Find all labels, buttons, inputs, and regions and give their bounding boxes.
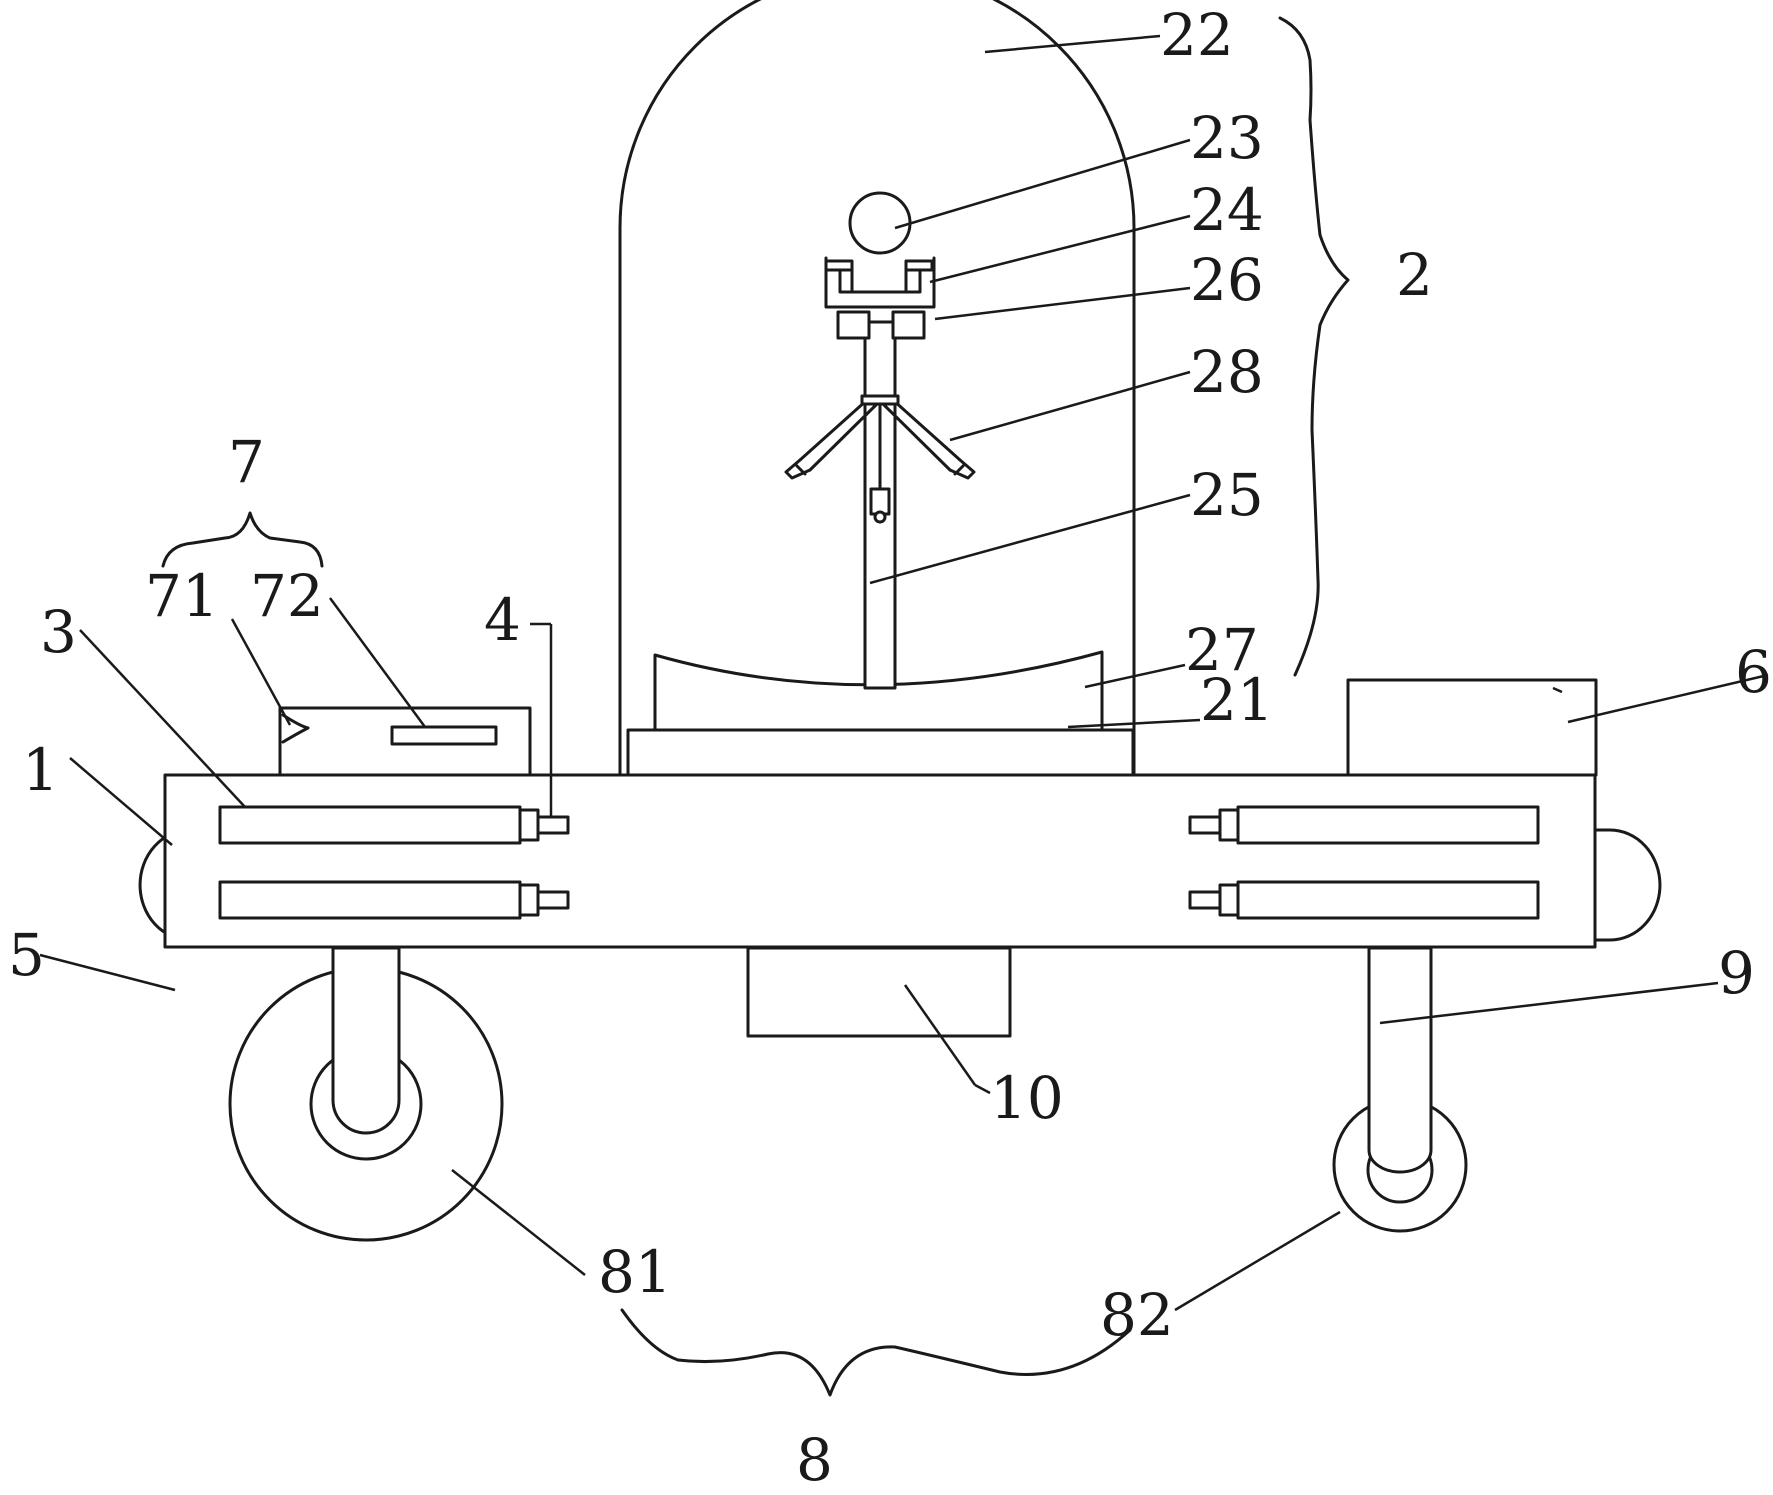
battery-box: [1346, 678, 1598, 777]
clamp: [824, 256, 936, 309]
brace-2: [1278, 16, 1350, 677]
instrument-box: [278, 706, 532, 777]
label-4: 4: [484, 586, 521, 654]
frame: [163, 773, 1597, 949]
brace-8: [620, 1308, 1132, 1397]
label-2: 2: [1396, 241, 1433, 309]
label-1: 1: [22, 736, 59, 804]
clamp-base: [836, 310, 926, 340]
label-27: 27: [1185, 616, 1259, 684]
dome-cover: [618, 0, 1136, 777]
control-box: [746, 946, 1012, 1038]
base-plate: [626, 728, 1135, 777]
camera: [848, 191, 912, 255]
label-82: 82: [1100, 1281, 1174, 1349]
label-21: 21: [1200, 666, 1274, 734]
label-6: 6: [1735, 638, 1772, 706]
label-23: 23: [1190, 104, 1264, 172]
label-22: 22: [1160, 1, 1234, 69]
label-81: 81: [598, 1238, 672, 1306]
cylinder-left-top: [218, 805, 570, 845]
label-7: 7: [228, 428, 265, 496]
label-28: 28: [1190, 338, 1264, 406]
leader-lines: [39, 34, 1769, 1312]
label-3: 3: [40, 598, 77, 666]
cylinder-right-top: [1188, 805, 1540, 845]
cylinder-left-bottom: [218, 880, 570, 920]
label-5: 5: [8, 921, 45, 989]
label-9: 9: [1718, 939, 1755, 1007]
bumper: [138, 828, 1662, 942]
label-24: 24: [1190, 176, 1264, 244]
label-8: 8: [796, 1426, 833, 1494]
arms: [784, 394, 976, 480]
small-wheel: [1332, 946, 1468, 1233]
label-71: 71: [145, 562, 219, 630]
large-wheel: [228, 946, 504, 1242]
label-10: 10: [990, 1064, 1064, 1132]
label-26: 26: [1190, 246, 1264, 314]
vertical-rod: [863, 320, 897, 690]
label-72: 72: [250, 562, 324, 630]
brace-7: [161, 511, 324, 568]
label-25: 25: [1190, 461, 1264, 529]
cylinder-right-bottom: [1188, 880, 1540, 920]
